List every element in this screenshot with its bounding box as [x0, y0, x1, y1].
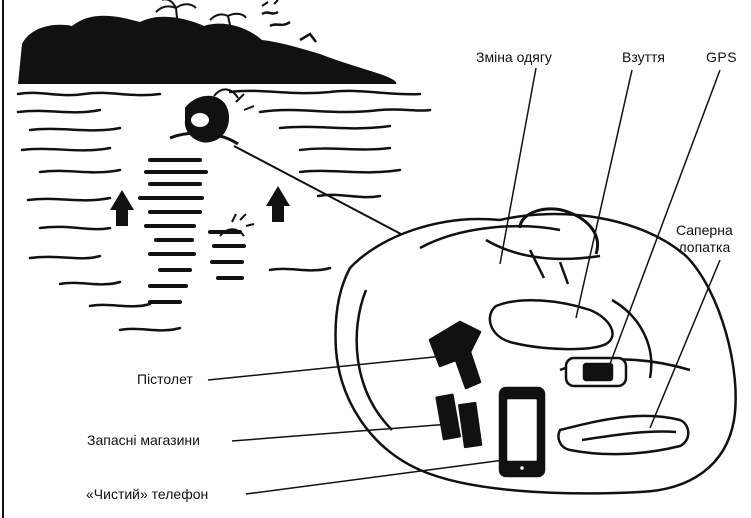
- tow-rope: [234, 146, 420, 244]
- callout-shoes-label: Взуття: [622, 49, 665, 65]
- callout-pistol-label: Пістолет: [137, 371, 193, 387]
- callout-shovel-label: Саперна лопатка: [676, 222, 733, 256]
- callout-magazines-label: Запасні магазини: [87, 432, 200, 448]
- callout-phone-label: «Чистий» телефон: [86, 486, 208, 502]
- callout-shovel-line2: лопатка: [676, 239, 733, 256]
- callout-shovel-line1: Саперна: [676, 222, 733, 239]
- swimmer-icon: [140, 89, 254, 302]
- island-icon: [18, 0, 396, 84]
- arrow-up-icon: [110, 190, 134, 226]
- callout-gps-label: GPS: [706, 49, 737, 65]
- callout-clothes-label: Зміна одягу: [476, 49, 552, 65]
- arrow-up-icon: [266, 186, 290, 222]
